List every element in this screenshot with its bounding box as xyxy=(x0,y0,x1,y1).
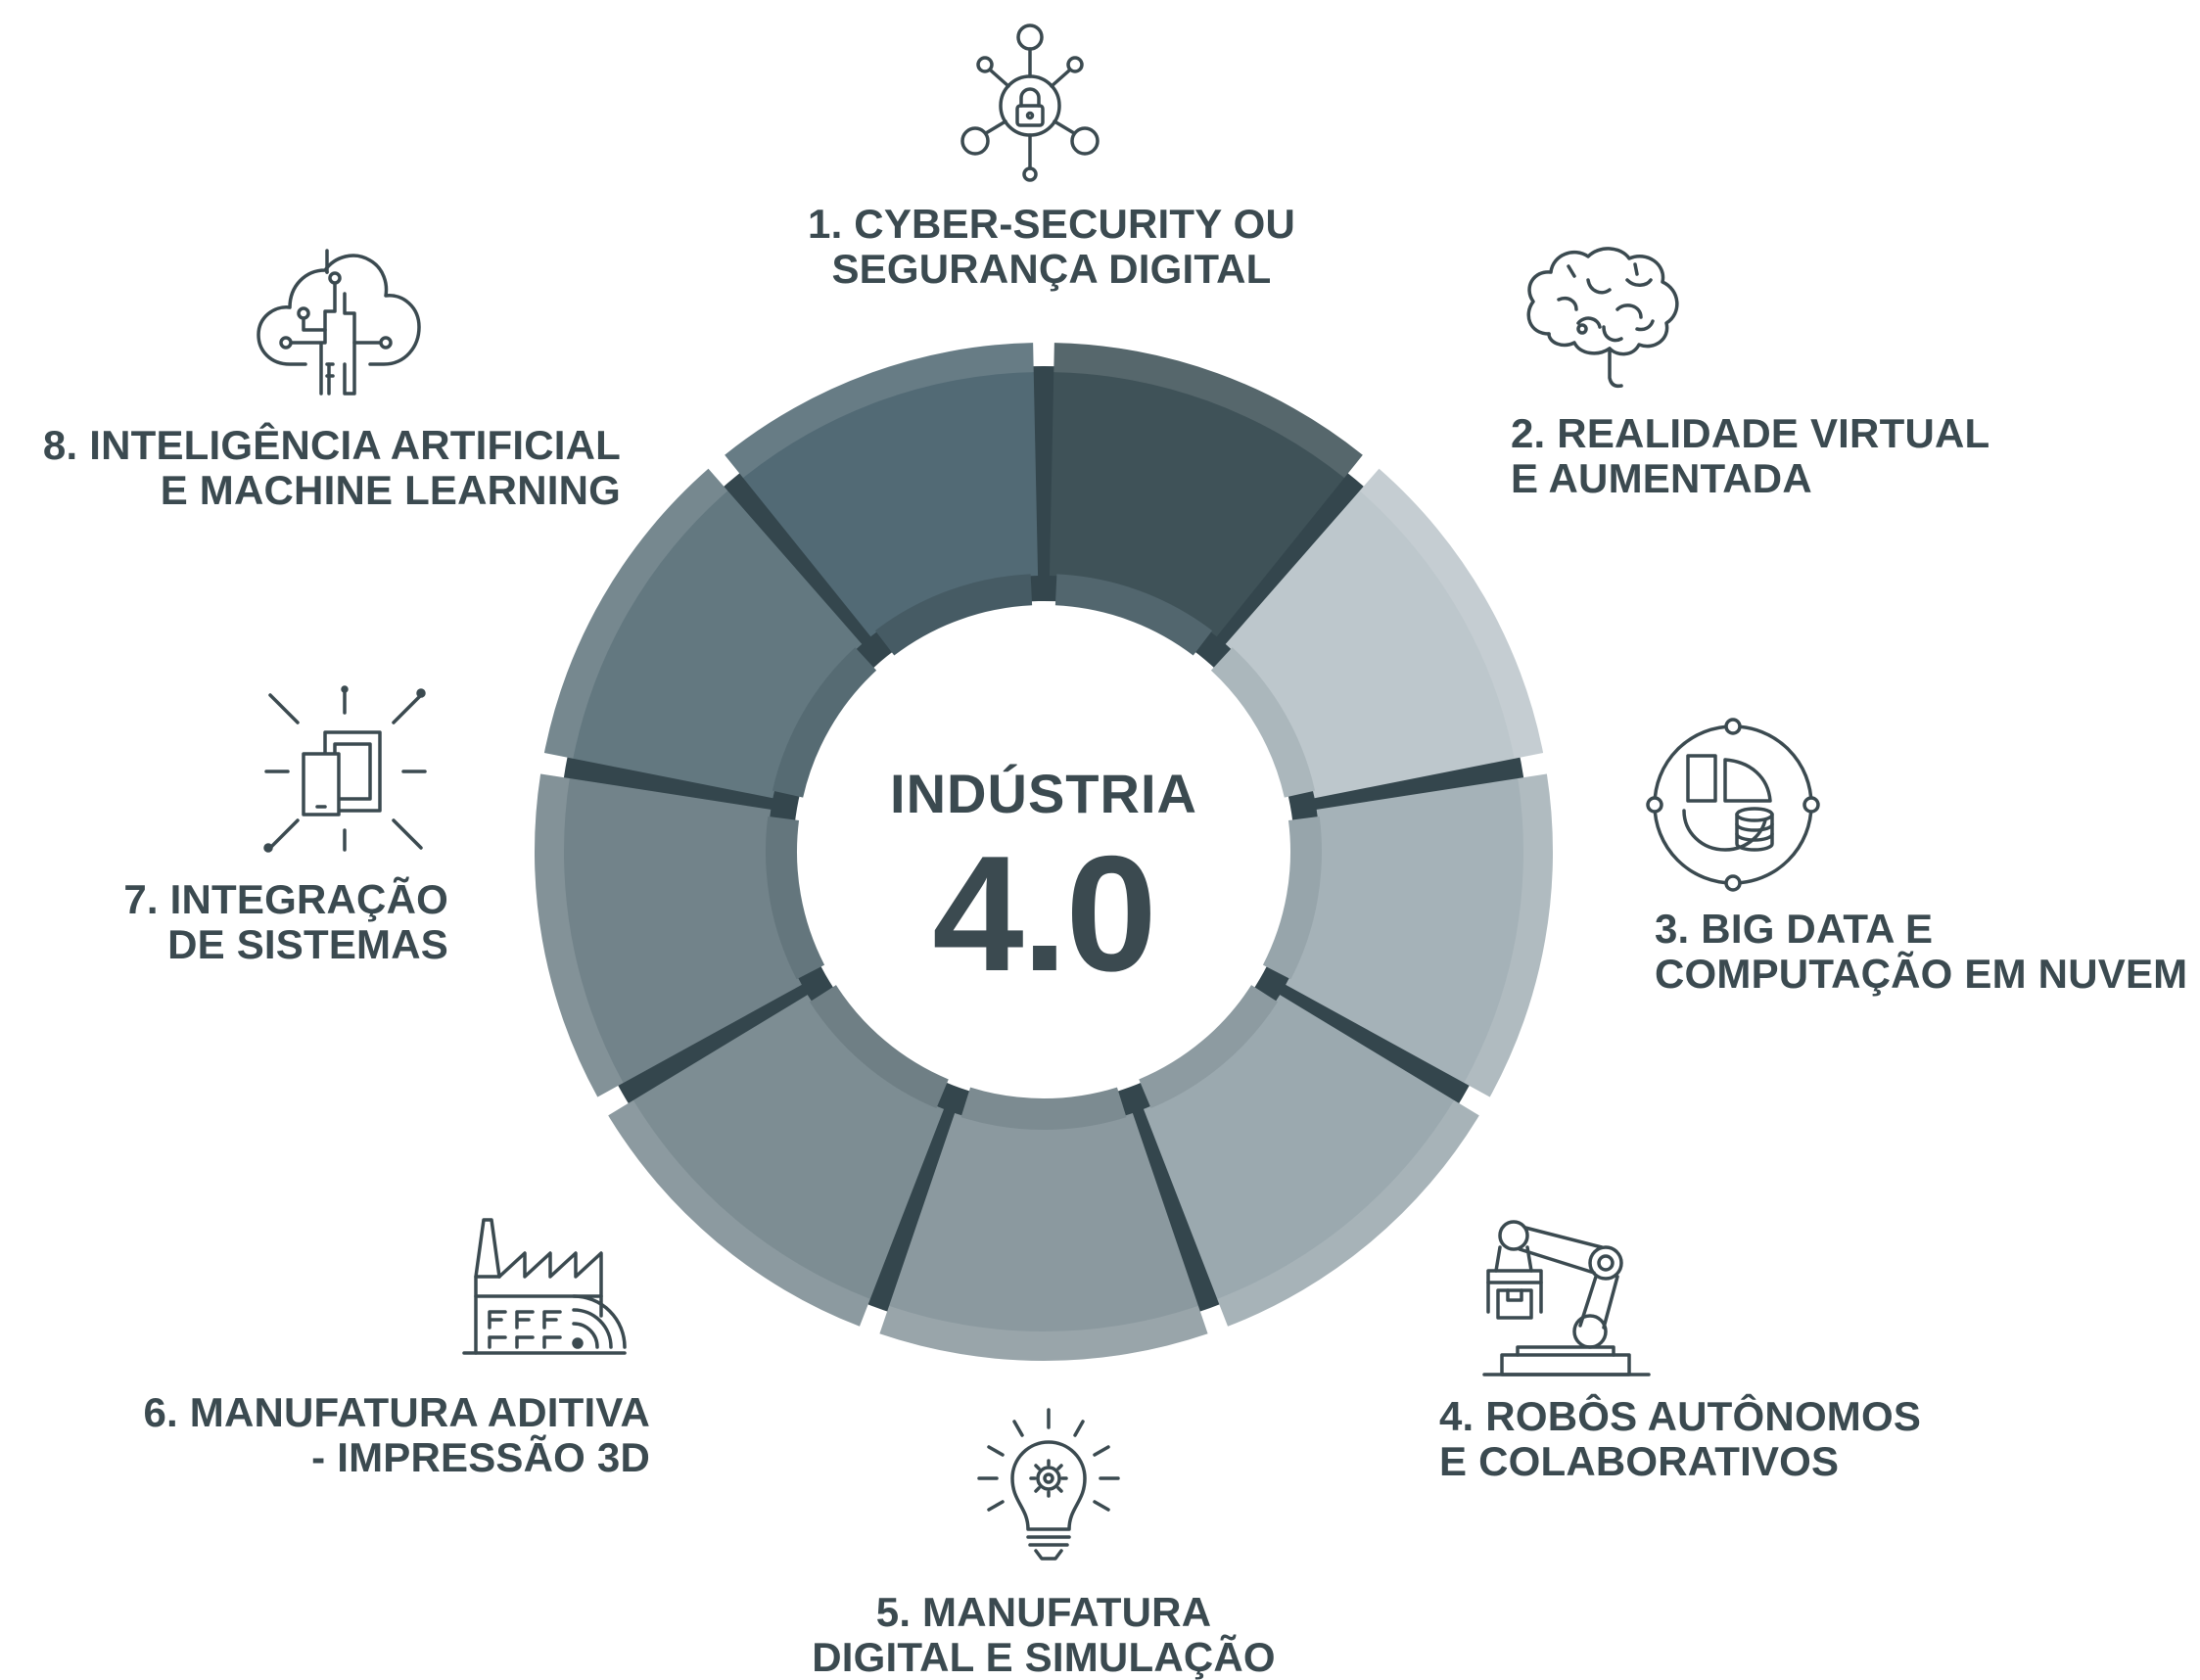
pie-chart-database-icon xyxy=(1645,717,1821,893)
lightbulb-gear-icon xyxy=(975,1406,1122,1572)
label-digital-manufacturing: 5. MANUFATURA DIGITAL E SIMULAÇÃO xyxy=(812,1590,1276,1680)
label-artificial-intelligence-line2: E MACHINE LEARNING xyxy=(43,468,621,513)
lock-network-icon xyxy=(952,20,1108,186)
label-artificial-intelligence: 8. INTELIGÊNCIA ARTIFICIAL E MACHINE LEA… xyxy=(43,423,621,513)
label-big-data-line1: 3. BIG DATA E xyxy=(1655,907,2187,952)
label-additive-manufacturing-line1: 6. MANUFATURA ADITIVA xyxy=(143,1390,650,1435)
label-cyber-security: 1. CYBER-SECURITY OU SEGURANÇA DIGITAL xyxy=(808,202,1295,292)
label-virtual-reality: 2. REALIDADE VIRTUAL E AUMENTADA xyxy=(1511,411,1989,501)
center-title-version: 4.0 xyxy=(932,830,1155,997)
label-virtual-reality-line1: 2. REALIDADE VIRTUAL xyxy=(1511,411,1989,456)
cloud-circuit-icon xyxy=(257,249,423,396)
label-big-data-line2: COMPUTAÇÃO EM NUVEM xyxy=(1655,952,2187,997)
label-robots-line2: E COLABORATIVOS xyxy=(1439,1439,1921,1484)
robot-arm-icon xyxy=(1478,1218,1655,1384)
label-digital-manufacturing-line2: DIGITAL E SIMULAÇÃO xyxy=(812,1635,1276,1680)
label-virtual-reality-line2: E AUMENTADA xyxy=(1511,456,1989,501)
label-systems-integration-line1: 7. INTEGRAÇÃO xyxy=(123,877,448,922)
label-robots: 4. ROBÔS AUTÔNOMOS E COLABORATIVOS xyxy=(1439,1394,1921,1484)
label-cyber-security-line2: SEGURANÇA DIGITAL xyxy=(808,247,1295,292)
label-systems-integration: 7. INTEGRAÇÃO DE SISTEMAS xyxy=(123,877,448,967)
brain-icon xyxy=(1520,241,1686,388)
label-big-data: 3. BIG DATA E COMPUTAÇÃO EM NUVEM xyxy=(1655,907,2187,997)
label-cyber-security-line1: 1. CYBER-SECURITY OU xyxy=(808,202,1295,247)
label-additive-manufacturing-line2: - IMPRESSÃO 3D xyxy=(143,1435,650,1480)
label-systems-integration-line2: DE SISTEMAS xyxy=(123,922,448,967)
label-artificial-intelligence-line1: 8. INTELIGÊNCIA ARTIFICIAL xyxy=(43,423,621,468)
label-robots-line1: 4. ROBÔS AUTÔNOMOS xyxy=(1439,1394,1921,1439)
label-digital-manufacturing-line1: 5. MANUFATURA xyxy=(812,1590,1276,1635)
center-title-word: INDÚSTRIA xyxy=(890,764,1197,824)
devices-icon xyxy=(262,687,429,854)
factory-icon xyxy=(462,1218,629,1355)
label-additive-manufacturing: 6. MANUFATURA ADITIVA - IMPRESSÃO 3D xyxy=(143,1390,650,1480)
